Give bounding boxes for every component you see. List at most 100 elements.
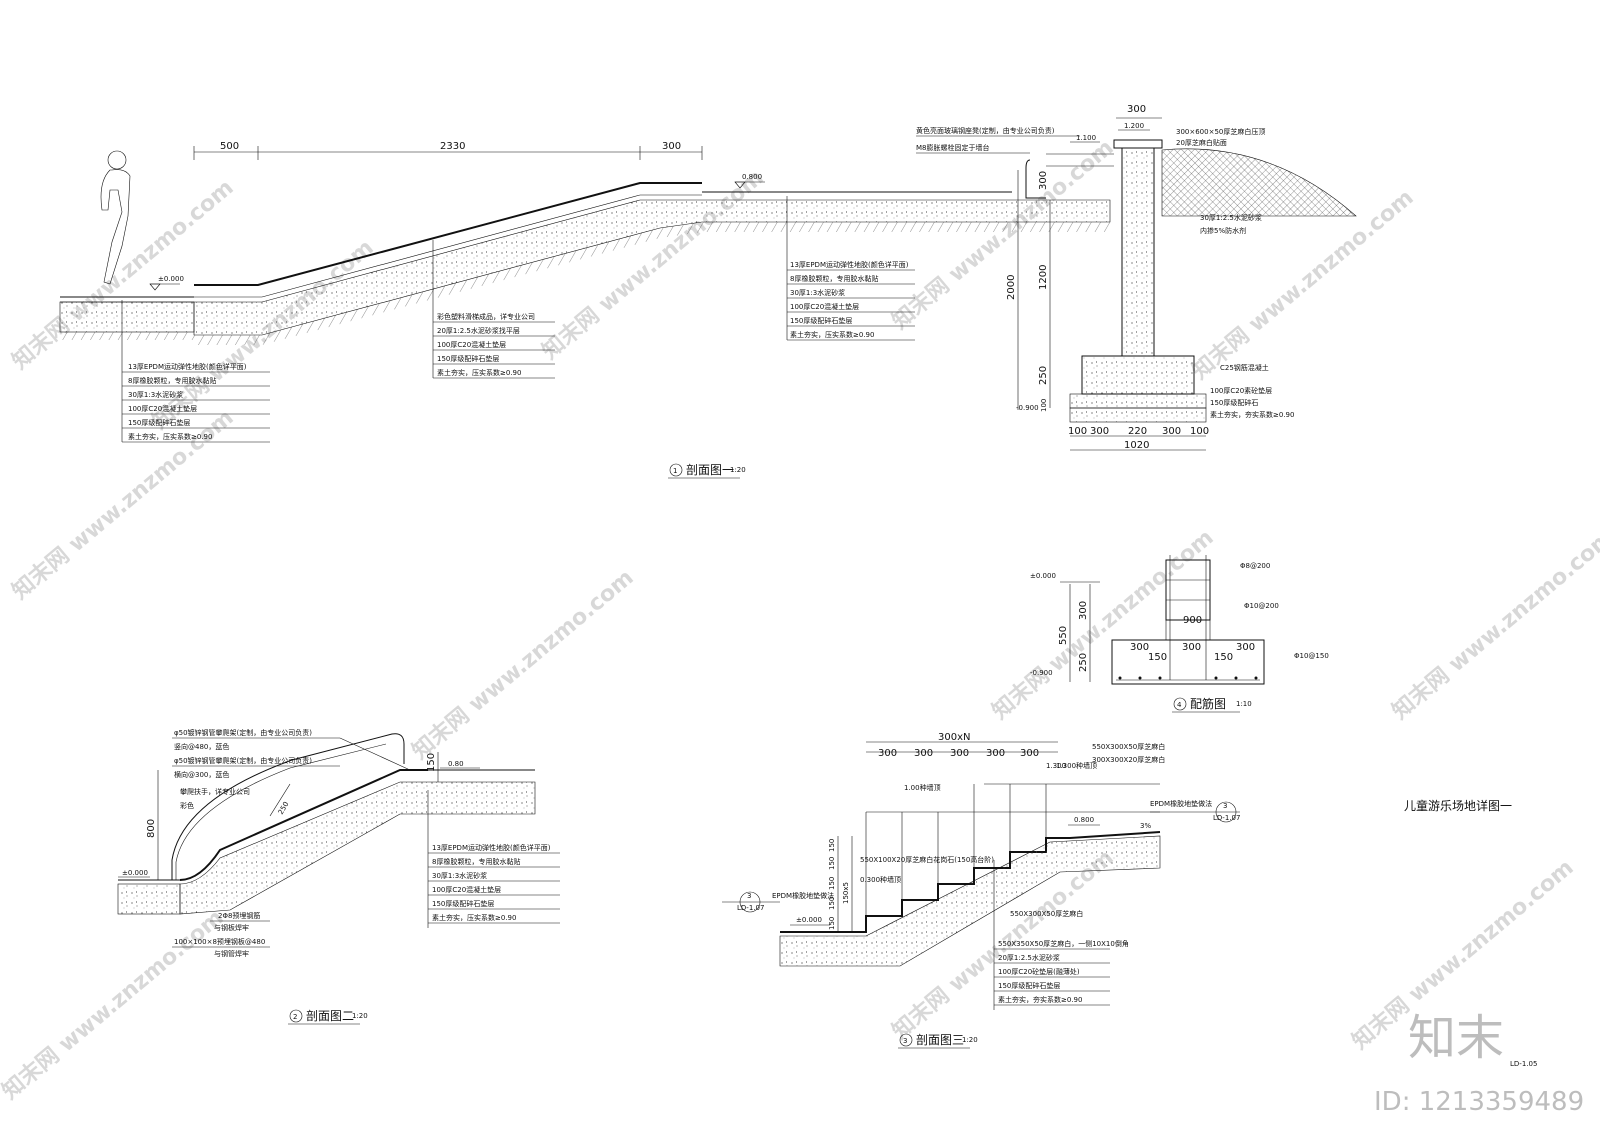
retaining-wall	[1025, 139, 1357, 423]
notes-bottom: 550X300X50厚芝麻白 550X350X50厚芝麻白，一侧10X10倒角 …	[994, 909, 1129, 1006]
label-text: 1.300种墙顶	[1056, 761, 1097, 770]
note-text: 100厚C20砼垫层(融薄处)	[998, 967, 1080, 976]
section-number: 3	[903, 1037, 907, 1045]
note-text: 20厚1:2.5水泥砂浆	[998, 953, 1060, 962]
rebar-label: Φ10@200	[1244, 602, 1279, 610]
note-text: 30厚1:3水泥砂浆	[790, 288, 845, 297]
dim-total: 1020	[1124, 440, 1149, 451]
notes-left: 13厚EPDM运动弹性地胶(颜色详平面) 8厚橡胶颗粒，专用胶水黏贴 30厚1:…	[122, 362, 270, 443]
dim-label: 250	[277, 800, 291, 816]
note-text: 100×100×8预埋钢板@480	[174, 937, 265, 946]
dim-label: 300	[950, 748, 969, 759]
note-text: 8厚橡胶颗粒，专用胶水黏贴	[790, 274, 878, 283]
dim-label: 250	[1038, 366, 1049, 385]
note-text: 150厚级配碎石垫层	[437, 354, 499, 363]
note-text: 550X300X50厚芝麻白	[1010, 909, 1083, 918]
note-text: 2Φ8预埋钢筋	[218, 911, 260, 920]
level-label: 0.800	[742, 173, 762, 181]
dim-label: 150	[828, 839, 836, 852]
section-number: 1	[673, 467, 677, 475]
note-text: 13厚EPDM运动弹性地胶(颜色详平面)	[432, 843, 551, 852]
section-scale: 1:20	[962, 1036, 978, 1044]
note-text: 13厚EPDM运动弹性地胶(颜色详平面)	[128, 362, 247, 371]
level-label: 0.800	[1074, 816, 1094, 824]
note-text: 素土夯实，压实系数≥0.90	[790, 330, 874, 339]
level-label: 1.100	[1076, 134, 1096, 142]
watermark: 知末网 www.znzmo.com	[1387, 524, 1600, 724]
level-label: ±0.000	[158, 275, 184, 283]
note-text: 与钢管焊牢	[214, 949, 249, 958]
dim-label: 250	[1078, 653, 1089, 672]
dim-label: 150	[1214, 652, 1233, 663]
note-text: φ50镀锌钢管攀爬架(定制，由专业公司负责)	[174, 756, 312, 765]
note-text: 30厚1:2.5水泥砂浆	[1200, 213, 1262, 222]
section-title: 配筋图	[1190, 696, 1226, 711]
ref-sheet: LD-1.07	[737, 904, 764, 912]
dim-label: 150	[828, 917, 836, 930]
notes-top: φ50镀锌钢管攀爬架(定制，由专业公司负责) 竖向@480，蓝色 φ50镀锌钢管…	[172, 728, 411, 810]
note-text: 素土夯实，压实系数≥0.90	[128, 432, 212, 441]
dim-label: 300	[1127, 104, 1146, 115]
dim-label: 150	[426, 753, 437, 772]
section-scale: 1:20	[730, 466, 746, 474]
dim-label: 300	[1130, 642, 1149, 653]
notes-mid: 彩色塑料滑梯成品，详专业公司 20厚1:2.5水泥砂浆找平层 100厚C20混凝…	[433, 312, 555, 379]
dim-label: 150	[828, 857, 836, 870]
level-label: -0.900	[1016, 404, 1039, 412]
dim-label: 300	[1090, 426, 1109, 437]
label-text: 550X100X20厚芝麻白花岗石(150高台阶)	[860, 855, 994, 864]
rebar-label: Φ10@150	[1294, 652, 1329, 660]
note-text: 素土夯实，压实系数≥0.90	[437, 368, 521, 377]
dim-label: 300	[1038, 171, 1049, 190]
note-text: 彩色	[180, 801, 194, 810]
note-text: 550X350X50厚芝麻白，一侧10X10倒角	[998, 939, 1129, 948]
section-title: 剖面图一	[686, 463, 734, 477]
dim-label: 300xN	[938, 732, 971, 743]
note-text: 素土夯实，夯实系数≥0.90	[998, 995, 1082, 1004]
dim-label: 900	[1183, 615, 1202, 626]
level-label: 1.200	[1124, 122, 1144, 130]
note-text: 横向@300，蓝色	[174, 770, 229, 779]
label-text: 1.00种墙顶	[904, 783, 941, 792]
level-label: 1.300	[1046, 762, 1066, 770]
section-4: ±0.000 -0.900 550 300 250 900 300 300 30…	[1030, 555, 1329, 713]
section-3: 300xN 300 300 300 300 300 150 150 150 15…	[722, 732, 1240, 1049]
level-label: ±0.000	[1030, 572, 1056, 580]
note-text: 素土夯实，夯实系数≥0.90	[1210, 410, 1294, 419]
note-text: 30厚1:3水泥砂浆	[432, 871, 487, 880]
notes-right: 13厚EPDM运动弹性地胶(颜色详平面) 8厚橡胶颗粒，专用胶水黏贴 30厚1:…	[787, 260, 915, 341]
level-label: ±0.000	[122, 869, 148, 877]
watermark: 知末网 www.znzmo.com	[0, 904, 229, 1104]
note-text: 100厚C20混凝土垫层	[790, 302, 859, 311]
note-text: 与钢板焊牢	[214, 923, 249, 932]
dim-label: 2000	[1006, 275, 1017, 300]
note-text: 550X300X50厚芝麻白	[1092, 742, 1165, 751]
sheet-title: 儿童游乐场地详图一	[1404, 798, 1512, 813]
note-text: 20厚芝麻白贴面	[1176, 138, 1227, 147]
dim-label: 300	[1182, 642, 1201, 653]
ref-number: 3	[747, 892, 751, 900]
note-text: 素土夯实，压实系数≥0.90	[432, 913, 516, 922]
level-label: -0.900	[1030, 669, 1053, 677]
note-text: 150厚级配碎石垫层	[998, 981, 1060, 990]
note-text: 100厚C20混凝土垫层	[128, 404, 197, 413]
note-text: φ50镀锌钢管攀爬架(定制，由专业公司负责)	[174, 728, 312, 737]
note-text: 攀爬扶手，详专业公司	[180, 787, 250, 796]
section-number: 4	[1177, 701, 1182, 709]
watermark: 知末网 www.znzmo.com	[537, 164, 768, 364]
image-id-label: ID: 1213359489	[1374, 1087, 1584, 1117]
dim-label: 100	[1068, 426, 1087, 437]
child-figure-icon	[100, 150, 131, 285]
note-text: 8厚橡胶颗粒，专用胶水黏贴	[128, 376, 216, 385]
note-text: 彩色塑料滑梯成品，详专业公司	[437, 312, 535, 321]
dim-label: 300	[1078, 601, 1089, 620]
dim-label: 300	[878, 748, 897, 759]
wall-notes: 黄色亮面玻璃钢座凳(定制，由专业公司负责) M8膨胀螺栓固定于墙台 300×60…	[916, 126, 1294, 419]
sheet-number: LD-1.05	[1510, 1060, 1537, 1068]
dim-label: 300	[662, 141, 681, 152]
level-label: 0.80	[448, 760, 464, 768]
section-2: 250 ±0.000 0.80 800 150 φ50镀锌钢管攀爬架(定制，由专…	[117, 728, 560, 1025]
note-text: M8膨胀螺栓固定于墙台	[916, 143, 990, 152]
rebar-label: Φ8@200	[1240, 562, 1270, 570]
